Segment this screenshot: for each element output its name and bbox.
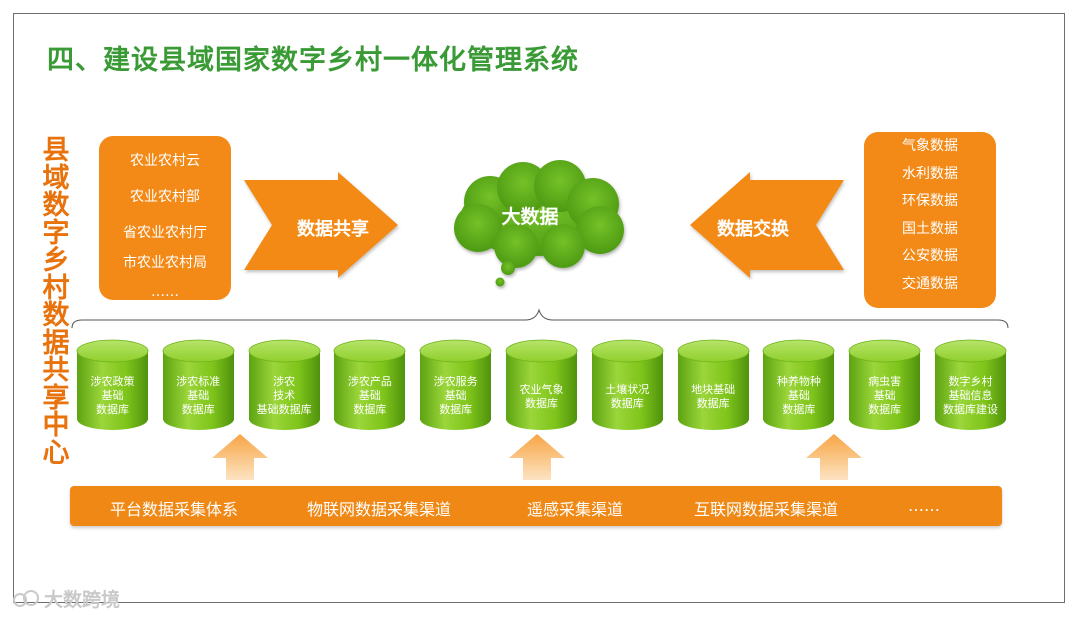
left-box-item: 农业农村部 [99, 186, 231, 206]
left-box-item: …… [99, 284, 231, 300]
database-label-line: 数据库 [501, 397, 582, 411]
department-data-box: 气象数据水利数据环保数据国土数据公安数据交通数据 [864, 132, 996, 308]
database-label: 病虫害基础数据库 [844, 375, 925, 417]
side-title-char: 县 [36, 137, 76, 165]
database-cylinder: 涉农标准基础数据库 [162, 339, 235, 433]
database-label-line: 数据库 [72, 403, 153, 417]
right-box-item: 环保数据 [864, 190, 996, 210]
database-label-line: 数字乡村 [930, 375, 1011, 389]
database-label-line: 基础 [415, 389, 496, 403]
database-label-line: 数据库 [158, 403, 239, 417]
database-label-line: 农业气象 [501, 383, 582, 397]
upload-arrow-icon [210, 432, 270, 482]
right-box-item: 水利数据 [864, 163, 996, 183]
upload-arrow-icon [507, 432, 567, 482]
side-title-char: 乡 [36, 247, 76, 275]
left-box-item: 市农业农村局 [99, 252, 231, 272]
database-label: 土壤状况数据库 [587, 383, 668, 411]
database-label-line: 基础数据库 [244, 403, 325, 417]
database-label-line: 基础 [844, 389, 925, 403]
upload-arrow-icon [804, 432, 864, 482]
right-box-item: 国土数据 [864, 218, 996, 238]
side-title-char: 享 [36, 385, 76, 413]
side-title-char: 数 [36, 192, 76, 220]
database-label-line: 数据库 [844, 403, 925, 417]
watermark: 大数跨境 [12, 585, 120, 612]
right-box-item: 交通数据 [864, 273, 996, 293]
database-label: 涉农服务基础数据库 [415, 375, 496, 417]
database-label-line: 涉农服务 [415, 375, 496, 389]
channel-internet: 互联网数据采集渠道 [694, 496, 838, 520]
database-label-line: 基础信息 [930, 389, 1011, 403]
database-label: 地块基础数据库 [673, 383, 754, 411]
right-box-item: 气象数据 [864, 135, 996, 155]
database-label-line: 基础 [158, 389, 239, 403]
side-title-char: 村 [36, 275, 76, 303]
database-label: 农业气象数据库 [501, 383, 582, 411]
database-cylinder: 数字乡村基础信息数据库建设 [934, 339, 1007, 433]
database-label-line: 技术 [244, 389, 325, 403]
page-title: 四、建设县域国家数字乡村一体化管理系统 [47, 38, 579, 77]
watermark-logo-icon [12, 590, 40, 608]
database-label: 涉农标准基础数据库 [158, 375, 239, 417]
database-label-line: 涉农标准 [158, 375, 239, 389]
database-cylinder: 农业气象数据库 [505, 339, 578, 433]
databases-brace-icon [70, 308, 1010, 330]
database-label: 种养物种基础数据库 [758, 375, 839, 417]
database-label: 涉农产品基础数据库 [329, 375, 410, 417]
channel-platform: 平台数据采集体系 [110, 496, 238, 520]
database-label-line: 病虫害 [844, 375, 925, 389]
database-label-line: 基础 [758, 389, 839, 403]
database-label-line: 土壤状况 [587, 383, 668, 397]
channel-more: …… [908, 496, 940, 515]
database-label-line: 数据库建设 [930, 403, 1011, 417]
channel-iot: 物联网数据采集渠道 [307, 496, 451, 520]
database-cylinder: 种养物种基础数据库 [762, 339, 835, 433]
database-label-line: 种养物种 [758, 375, 839, 389]
watermark-text: 大数跨境 [44, 589, 120, 611]
side-title-char: 中 [36, 412, 76, 440]
left-box-item: 农业农村云 [99, 150, 231, 170]
side-title-char: 字 [36, 220, 76, 248]
channel-remote-sensing: 遥感采集渠道 [527, 496, 623, 520]
ministry-sources-box: 农业农村云农业农村部省农业农村厅市农业农村局 …… [99, 136, 231, 300]
database-label-line: 基础 [72, 389, 153, 403]
database-label-line: 涉农 [244, 375, 325, 389]
side-title-char: 心 [36, 440, 76, 468]
side-title-char: 据 [36, 330, 76, 358]
database-label-line: 基础 [329, 389, 410, 403]
right-box-item: 公安数据 [864, 245, 996, 265]
database-cylinder: 涉农技术基础数据库 [248, 339, 321, 433]
collection-channels-bar: 平台数据采集体系 物联网数据采集渠道 遥感采集渠道 互联网数据采集渠道 …… [70, 486, 1002, 526]
database-label-line: 数据库 [758, 403, 839, 417]
database-label: 涉农技术基础数据库 [244, 375, 325, 417]
data-sharing-label: 数据共享 [283, 215, 383, 241]
side-vertical-title: 县域数字乡村数据共享中心 [36, 137, 76, 467]
database-label-line: 数据库 [673, 397, 754, 411]
database-cylinder: 涉农政策基础数据库 [76, 339, 149, 433]
database-label-line: 数据库 [329, 403, 410, 417]
database-label-line: 数据库 [587, 397, 668, 411]
left-box-item: 省农业农村厅 [99, 222, 231, 242]
database-label: 数字乡村基础信息数据库建设 [930, 375, 1011, 417]
database-cylinder: 土壤状况数据库 [591, 339, 664, 433]
database-cylinder: 病虫害基础数据库 [848, 339, 921, 433]
side-title-char: 域 [36, 165, 76, 193]
database-cylinder: 涉农产品基础数据库 [333, 339, 406, 433]
big-data-label: 大数据 [460, 202, 600, 229]
database-label: 涉农政策基础数据库 [72, 375, 153, 417]
side-title-char: 共 [36, 357, 76, 385]
database-label-line: 涉农政策 [72, 375, 153, 389]
database-cylinder: 涉农服务基础数据库 [419, 339, 492, 433]
database-label-line: 地块基础 [673, 383, 754, 397]
database-label-line: 涉农产品 [329, 375, 410, 389]
data-exchange-label: 数据交换 [703, 215, 803, 241]
database-label-line: 数据库 [415, 403, 496, 417]
database-cylinder: 地块基础数据库 [677, 339, 750, 433]
